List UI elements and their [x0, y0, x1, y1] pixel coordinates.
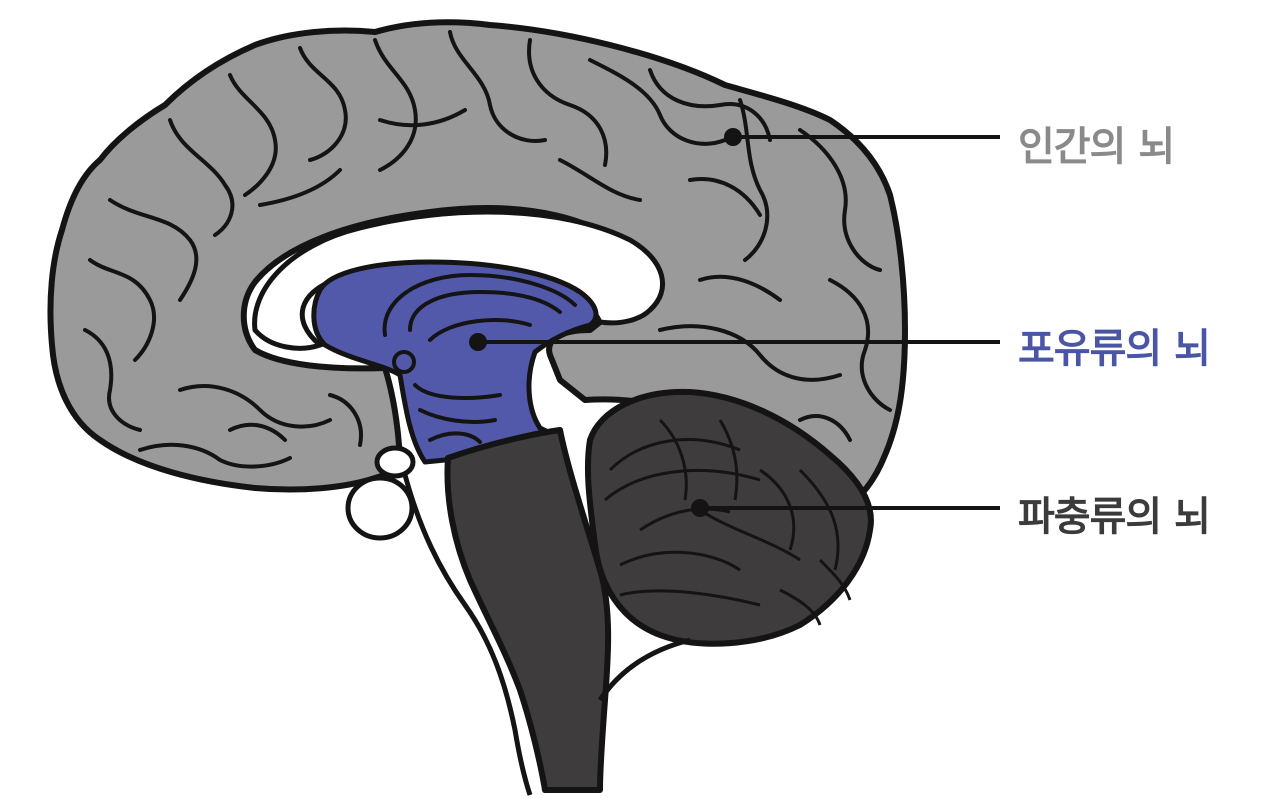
pineal-circle — [394, 352, 414, 372]
label-mammal-brain: 포유류의 뇌 — [1018, 316, 1210, 374]
marker-dot-reptile — [691, 499, 709, 517]
marker-dot-mammal — [469, 333, 487, 351]
label-reptile-brain: 파충류의 뇌 — [1018, 484, 1210, 542]
cerebellar-peduncle — [600, 640, 690, 700]
label-human-brain: 인간의 뇌 — [1018, 114, 1174, 172]
brainstem — [447, 430, 608, 790]
marker-dot-human — [724, 128, 742, 146]
